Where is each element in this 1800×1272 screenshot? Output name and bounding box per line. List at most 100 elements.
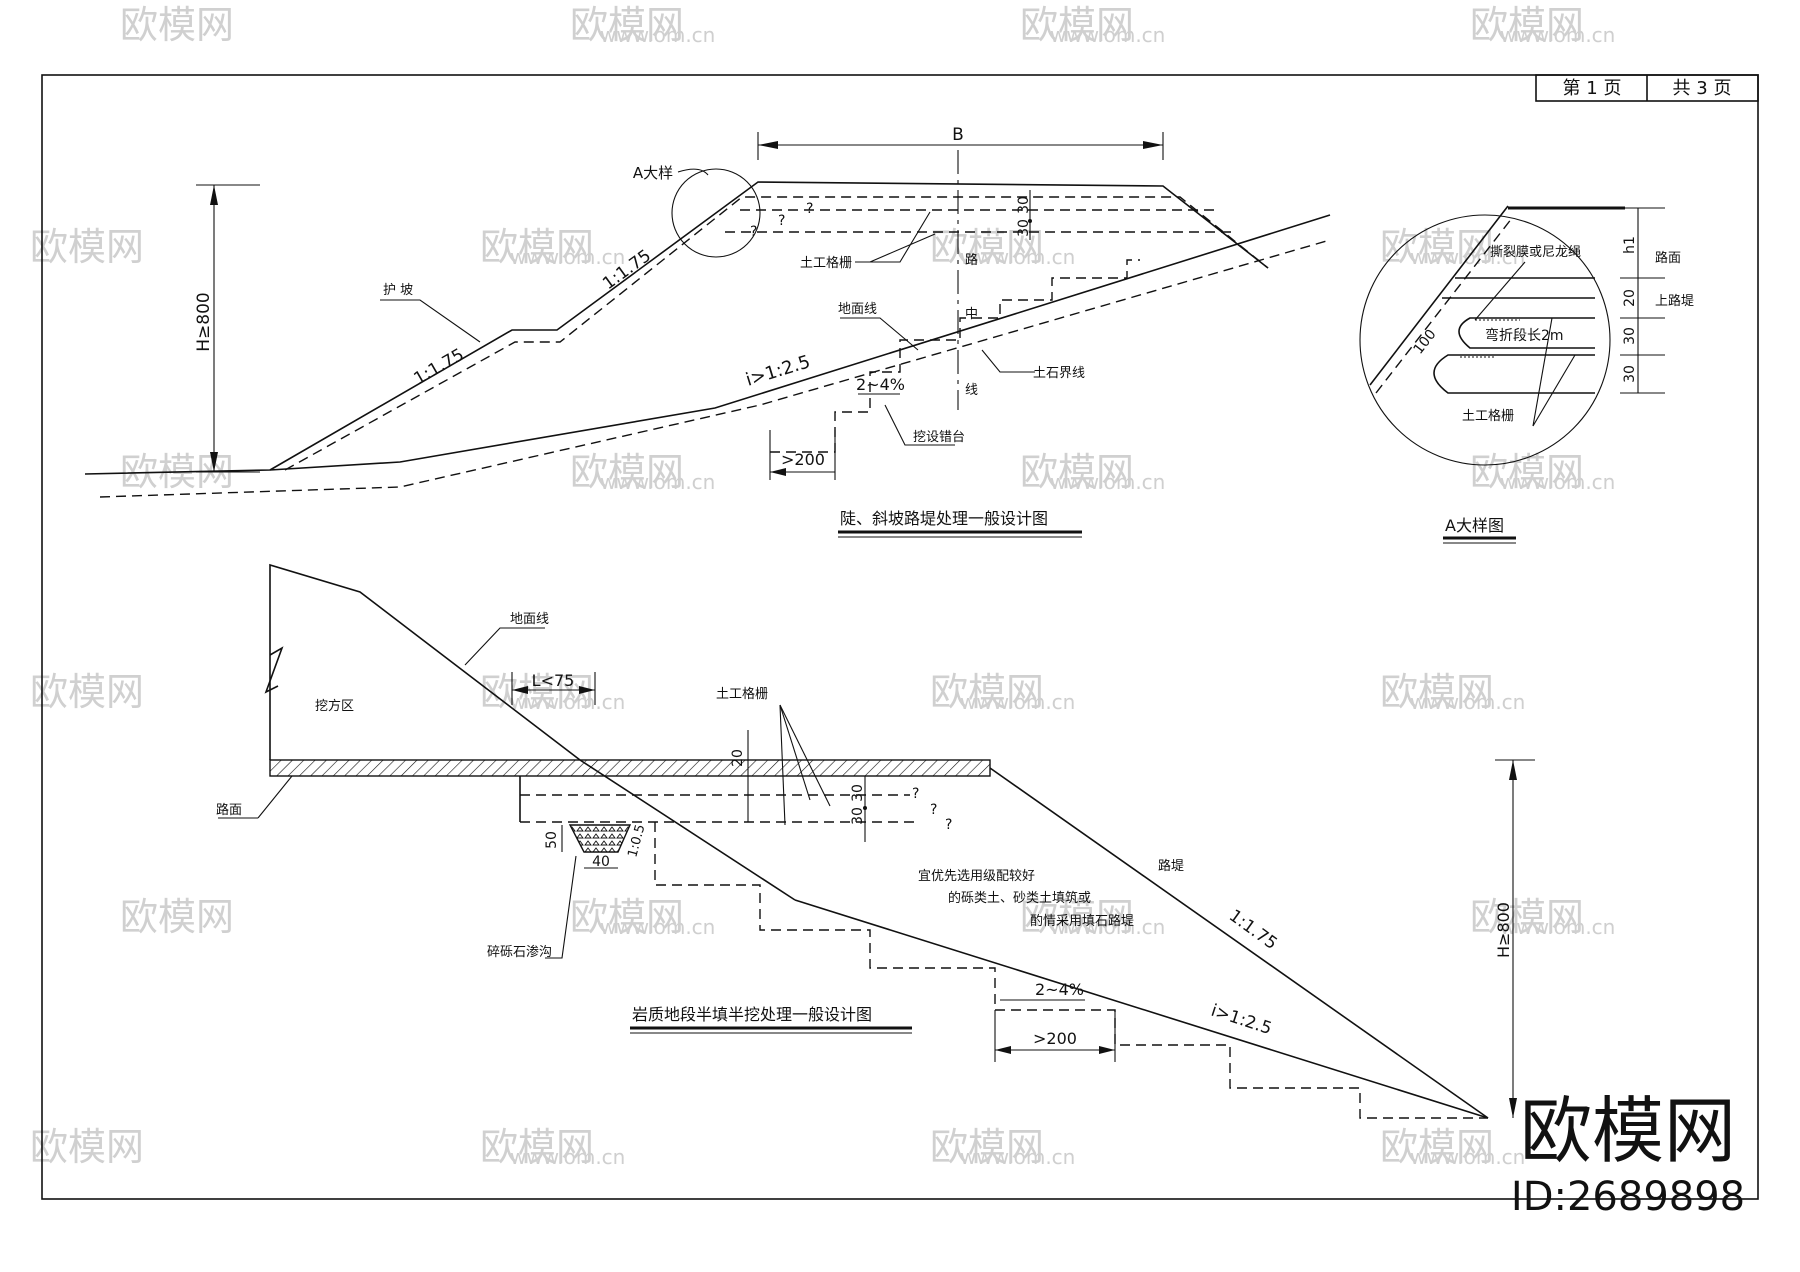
pavement-label: 路面 (1655, 250, 1681, 266)
watermark-url: www.om.cn (960, 1145, 1075, 1169)
watermark-url: www.om.cn (960, 245, 1075, 269)
watermark-brand: 欧模网 (570, 895, 684, 939)
cut-zone-label: 挖方区 (315, 698, 354, 714)
slope-1-1-75-2: 1:1.75 (1225, 906, 1281, 954)
watermark-url: www.om.cn (600, 470, 715, 494)
geogrid-label-2: 土工格栅 (716, 686, 768, 702)
watermark-url: www.om.cn (1050, 915, 1165, 939)
geogrid-mark-6: ? (945, 817, 952, 833)
watermark-url: www.om.cn (600, 915, 715, 939)
diagram2-title: 岩质地段半填半挖处理一般设计图 (632, 1005, 872, 1024)
width-label-b: B (952, 125, 964, 145)
brand-id-text: ID:2689898 (1511, 1174, 1745, 1220)
fold-length-label: 弯折段长2m (1485, 327, 1564, 344)
dim-40: 40 (592, 854, 610, 870)
geogrid-mark-1: ? (806, 201, 813, 217)
centerline-char-1: 路 (965, 252, 978, 268)
watermark-brand: 欧模网 (930, 1125, 1044, 1169)
slope-lower: 1:1.75 (411, 345, 468, 390)
watermark-brand: 欧模网 (480, 670, 594, 714)
detail-a-callout: A大样 (633, 164, 673, 182)
watermark-brand: 欧模网 (1020, 450, 1134, 494)
dim-30a: 30 (1622, 327, 1638, 345)
detail-a-title: A大样图 (1445, 516, 1504, 535)
dim-20: 20 (1622, 289, 1638, 307)
geogrid-mark-2: ? (778, 213, 785, 229)
dim-50: 50 (544, 831, 560, 849)
page-total: 共 3 页 (1673, 78, 1732, 99)
drawing-frame (41, 74, 1759, 1200)
upper-embankment-label: 上路堤 (1655, 293, 1694, 309)
crossfall-label: 2~4% (856, 375, 905, 394)
dim-h1: h1 (1622, 236, 1638, 254)
step-note-label: 挖设错台 (913, 430, 965, 445)
fill-note-2: 的砾类土、砂类土填筑或 (948, 890, 1091, 906)
watermark-url: www.om.cn (600, 23, 715, 47)
detail-a: h1 20 30 30 路面 上路堤 100 撕裂膜或尼龙绳 弯折段长2m 土工… (1359, 205, 1694, 544)
watermark-brand: 欧模网 (480, 1125, 594, 1169)
brand-stamp: 欧模网 ID:2689898 (1511, 1089, 1745, 1220)
dim-100: 100 (1411, 327, 1440, 358)
centerline-char-3: 线 (965, 383, 978, 398)
spacing-30-a: 30 (1016, 196, 1032, 214)
watermark-url: www.om.cn (510, 245, 625, 269)
detail-geogrid-label: 土工格栅 (1462, 408, 1514, 424)
ground-line-label: 地面线 (838, 302, 877, 317)
slope-protection-label: 护 坡 (383, 283, 413, 298)
watermark-url: www.om.cn (960, 690, 1075, 714)
watermark-brand: 欧模网 (1020, 3, 1134, 47)
watermark-brand: 欧模网 (1020, 895, 1134, 939)
watermark-url: www.om.cn (1050, 23, 1165, 47)
height-label-h: H≥800 (194, 292, 214, 351)
ground-slope-ratio: i>1:2.5 (743, 351, 812, 390)
diagram1-title: 陡、斜坡路堤处理一般设计图 (840, 509, 1048, 528)
watermark-url: www.om.cn (1410, 1145, 1525, 1169)
watermark-url: www.om.cn (1500, 23, 1615, 47)
watermark-url: www.om.cn (1050, 470, 1165, 494)
step-width-label: >200 (781, 450, 825, 469)
soil-rock-line-label: 土石界线 (1033, 366, 1085, 381)
geogrid-mark-4: ? (912, 786, 919, 802)
watermark-brand: 欧模网 (1470, 895, 1584, 939)
dim-30b: 30 (1622, 365, 1638, 383)
brand-logo-text: 欧模网 (1520, 1089, 1736, 1173)
crossfall-label-2: 2~4% (1035, 980, 1084, 999)
dim-30-2b: 30 (850, 807, 866, 825)
embankment-label: 路堤 (1158, 858, 1184, 874)
geogrid-mark-3: ? (750, 224, 757, 240)
geogrid-mark-5: ? (930, 802, 937, 818)
ground-line-label-2: 地面线 (510, 612, 549, 627)
spacing-30-b: 30 (1016, 219, 1032, 237)
centerline-char-2: 中 (965, 307, 978, 322)
watermark-brand: 欧模网 (1380, 225, 1494, 269)
step-width-label-2: >200 (1033, 1029, 1077, 1048)
watermark-url: www.om.cn (1410, 690, 1525, 714)
watermark-brand: 欧模网 (120, 3, 234, 47)
watermark-brand: 欧模网 (570, 3, 684, 47)
watermark-brand: 欧模网 (480, 225, 594, 269)
fill-note-3: 酌情采用填石路堤 (1030, 913, 1134, 929)
watermark-brand: 欧模网 (1470, 450, 1584, 494)
pavement-label-2: 路面 (216, 802, 242, 818)
watermark-url: www.om.cn (510, 690, 625, 714)
drain-label: 碎砾石渗沟 (487, 945, 552, 960)
watermark-brand: 欧模网 (1470, 3, 1584, 47)
title-block: 第 1 页 共 3 页 (1535, 74, 1759, 102)
film-label: 撕裂膜或尼龙绳 (1490, 245, 1581, 260)
watermark-url: www.om.cn (1500, 470, 1615, 494)
watermark-brand: 欧模网 (570, 450, 684, 494)
height-label-h-2: H≥800 (1494, 902, 1513, 958)
watermark-brand: 欧模网 (930, 670, 1044, 714)
watermark-brand: 欧模网 (1380, 1125, 1494, 1169)
watermark-url: www.om.cn (510, 1145, 625, 1169)
watermark-url: www.om.cn (1500, 915, 1615, 939)
length-l-label: L<75 (532, 671, 575, 690)
diagram-rock-half-fill-half-cut: L<75 地面线 挖方区 路面 土工格栅 20 30 30 ? ? ? 50 4… (216, 563, 1535, 1119)
watermark-brand: 欧模网 (1380, 670, 1494, 714)
watermark-brand: 欧模网 (30, 225, 144, 269)
watermark-brand: 欧模网 (30, 670, 144, 714)
watermark-brand: 欧模网 (120, 895, 234, 939)
geogrid-label: 土工格栅 (800, 255, 852, 271)
